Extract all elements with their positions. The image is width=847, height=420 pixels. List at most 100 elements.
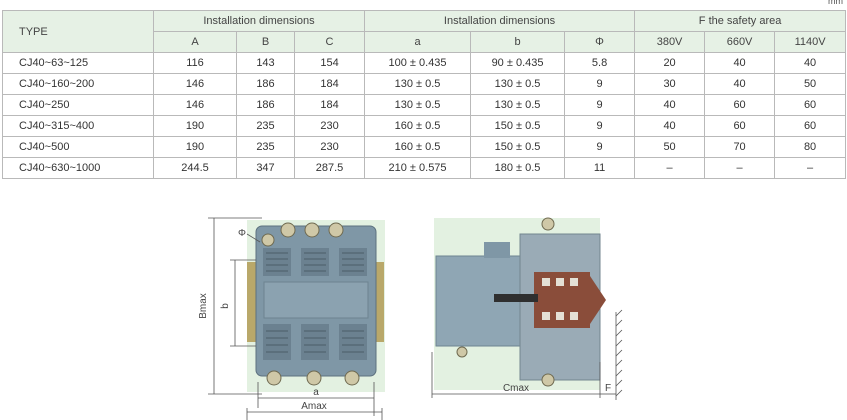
a-label: a bbox=[313, 387, 319, 398]
b-label: b bbox=[220, 303, 231, 309]
header-phi: Φ bbox=[564, 31, 636, 53]
header-install-dims-2: Installation dimensions bbox=[364, 10, 636, 32]
top-vent-grilles bbox=[263, 248, 367, 276]
value-cell: 100 ± 0.435 bbox=[364, 52, 472, 74]
value-cell: 130 ± 0.5 bbox=[364, 94, 472, 116]
value-cell: 80 bbox=[774, 136, 847, 158]
value-cell: 143 bbox=[236, 52, 295, 74]
side-terminals bbox=[456, 217, 555, 387]
value-cell: 287.5 bbox=[293, 157, 366, 179]
value-cell: 30 bbox=[634, 73, 706, 95]
value-cell: 60 bbox=[704, 115, 776, 137]
value-cell: 70 bbox=[704, 136, 776, 158]
value-cell: 60 bbox=[774, 94, 847, 116]
value-cell: 210 ± 0.575 bbox=[364, 157, 472, 179]
value-cell: 154 bbox=[293, 52, 366, 74]
value-cell: – bbox=[634, 157, 706, 179]
value-cell: 11 bbox=[564, 157, 636, 179]
unit-label: mm bbox=[828, 0, 843, 6]
contact-assembly bbox=[494, 272, 606, 328]
amax-label: Amax bbox=[301, 401, 327, 412]
coil-top-cap bbox=[484, 242, 510, 258]
value-cell: 40 bbox=[774, 52, 847, 74]
value-cell: 160 ± 0.5 bbox=[364, 115, 472, 137]
header-660v: 660V bbox=[704, 31, 776, 53]
header-safety-area: F the safety area bbox=[634, 10, 847, 32]
value-cell: 60 bbox=[774, 115, 847, 137]
type-cell: CJ40~500 bbox=[2, 136, 154, 158]
middle-panel bbox=[263, 281, 369, 319]
bmax-label: Bmax bbox=[198, 293, 209, 319]
value-cell: 180 ± 0.5 bbox=[470, 157, 566, 179]
value-cell: 244.5 bbox=[153, 157, 237, 179]
value-cell: 184 bbox=[293, 94, 366, 116]
value-cell: 130 ± 0.5 bbox=[470, 73, 566, 95]
value-cell: 184 bbox=[293, 73, 366, 95]
value-cell: 40 bbox=[704, 52, 776, 74]
value-cell: 230 bbox=[293, 115, 366, 137]
header-C: C bbox=[293, 31, 366, 53]
value-cell: 5.8 bbox=[564, 52, 636, 74]
value-cell: 20 bbox=[634, 52, 706, 74]
value-cell: 146 bbox=[153, 73, 237, 95]
value-cell: 130 ± 0.5 bbox=[470, 94, 566, 116]
bottom-vent-grilles bbox=[263, 324, 367, 360]
value-cell: 40 bbox=[704, 73, 776, 95]
cmax-label: Cmax bbox=[503, 383, 529, 394]
top-terminals bbox=[261, 222, 344, 247]
value-cell: 235 bbox=[236, 136, 295, 158]
type-cell: CJ40~250 bbox=[2, 94, 154, 116]
value-cell: 190 bbox=[153, 115, 237, 137]
value-cell: – bbox=[774, 157, 847, 179]
side-view-diagram: Cmax F bbox=[431, 217, 623, 400]
value-cell: 9 bbox=[564, 94, 636, 116]
front-dimension-lines bbox=[208, 217, 383, 420]
value-cell: 150 ± 0.5 bbox=[470, 115, 566, 137]
value-cell: 130 ± 0.5 bbox=[364, 73, 472, 95]
value-cell: 230 bbox=[293, 136, 366, 158]
value-cell: – bbox=[704, 157, 776, 179]
value-cell: 40 bbox=[634, 94, 706, 116]
value-cell: 9 bbox=[564, 73, 636, 95]
value-cell: 40 bbox=[634, 115, 706, 137]
bottom-terminals bbox=[266, 370, 360, 386]
front-view-diagram: Φ Bmax b a Amax bbox=[198, 217, 385, 420]
side-dimension-lines bbox=[431, 352, 616, 398]
value-cell: 50 bbox=[634, 136, 706, 158]
value-cell: 90 ± 0.435 bbox=[470, 52, 566, 74]
phi-label: Φ bbox=[238, 228, 246, 239]
value-cell: 186 bbox=[236, 94, 295, 116]
header-A: A bbox=[153, 31, 237, 53]
value-cell: 160 ± 0.5 bbox=[364, 136, 472, 158]
f-label: F bbox=[605, 383, 611, 394]
value-cell: 150 ± 0.5 bbox=[470, 136, 566, 158]
value-cell: 190 bbox=[153, 136, 237, 158]
spec-table: TYPE Installation dimensions Installatio… bbox=[2, 10, 847, 179]
safety-wall bbox=[615, 309, 623, 400]
header-install-dims-1: Installation dimensions bbox=[152, 10, 366, 32]
header-B: B bbox=[236, 31, 295, 53]
type-cell: CJ40~63~125 bbox=[2, 52, 154, 74]
type-cell: CJ40~630~1000 bbox=[2, 157, 154, 179]
value-cell: 146 bbox=[153, 94, 237, 116]
value-cell: 9 bbox=[564, 136, 636, 158]
header-a: a bbox=[364, 31, 472, 53]
value-cell: 235 bbox=[236, 115, 295, 137]
value-cell: 60 bbox=[704, 94, 776, 116]
value-cell: 50 bbox=[774, 73, 847, 95]
value-cell: 347 bbox=[236, 157, 295, 179]
value-cell: 9 bbox=[564, 115, 636, 137]
header-380v: 380V bbox=[634, 31, 706, 53]
header-b: b bbox=[470, 31, 566, 53]
header-1140v: 1140V bbox=[774, 31, 847, 53]
value-cell: 186 bbox=[236, 73, 295, 95]
type-cell: CJ40~160~200 bbox=[2, 73, 154, 95]
header-type: TYPE bbox=[2, 10, 154, 53]
type-cell: CJ40~315~400 bbox=[2, 115, 154, 137]
